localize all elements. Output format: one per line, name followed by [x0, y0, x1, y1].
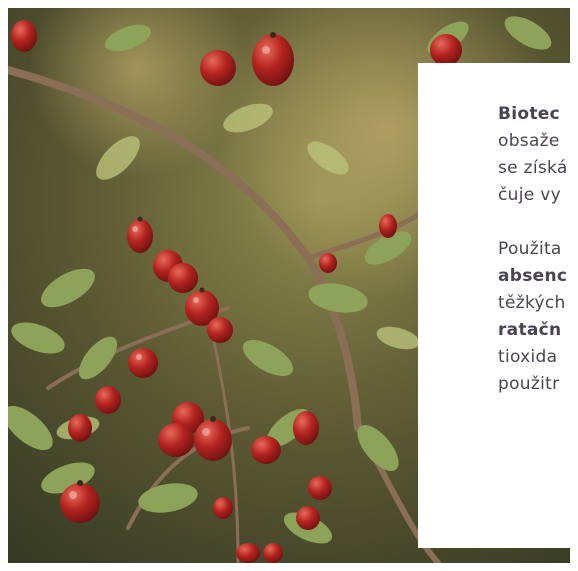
text-line: tioxida [498, 347, 558, 367]
text-line: těžkých [498, 293, 566, 313]
paragraph-gap [498, 209, 578, 236]
text-bold: Biotec [498, 104, 560, 124]
text-line: se získá [498, 158, 568, 178]
text-line: ratačn [498, 317, 578, 344]
text-line: Biotec [498, 101, 578, 128]
text-line: absenc [498, 263, 578, 290]
text-line: čuje vy [498, 185, 561, 205]
text-line: Použita [498, 239, 562, 259]
card-text: Biotec obsaže se získá čuje vy Použita a… [498, 101, 578, 398]
text-line: obsaže [498, 131, 560, 151]
text-bold: absenc [498, 266, 568, 286]
text-bold: ratačn [498, 320, 562, 340]
info-card: Biotec obsaže se získá čuje vy Použita a… [418, 63, 578, 548]
text-line: použitr [498, 374, 560, 394]
